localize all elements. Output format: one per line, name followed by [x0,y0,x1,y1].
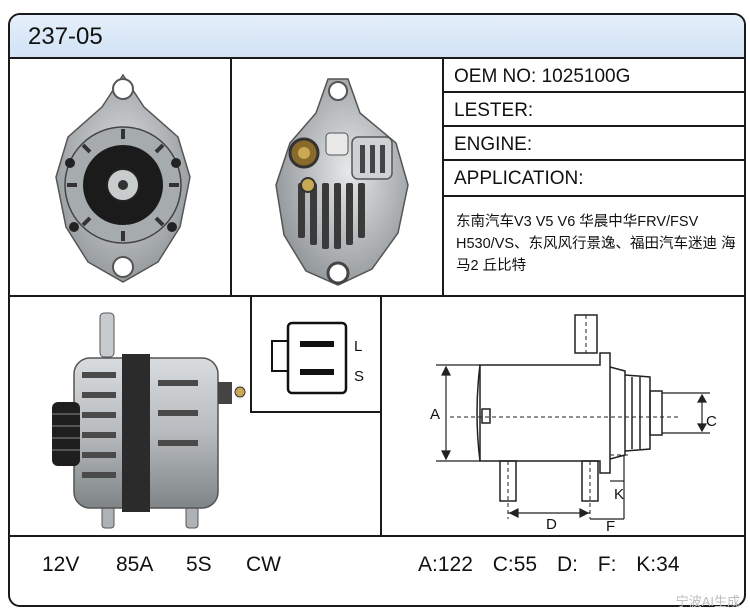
info-line-2 [442,125,744,127]
watermark: 宁波AI生成 [675,594,740,609]
drawing-label-c: C [706,413,717,430]
product-sheet: 237-05 OEM NO: 1025100G LESTER: ENGINE: … [8,13,746,607]
info-line-3 [442,159,744,161]
drawing-bottom-mount-left [499,460,517,502]
drawing-label-f: F [606,518,615,533]
connector-body [286,321,348,395]
connector-label-s: S [354,368,364,385]
connector-pin-s [300,369,334,375]
dim-a: A:122 [418,553,473,576]
connector-latch [271,340,289,372]
dimension-drawing: A C D F K [430,314,717,533]
connector-label-l: L [354,338,362,355]
dim-d: D: [556,553,578,576]
application-label: APPLICATION: [454,168,584,189]
divider-v1 [230,57,232,295]
drawing-pulley [624,374,651,452]
divider-h-bottom [10,535,744,537]
divider-h-main [10,295,744,297]
spec-voltage: 12V [42,553,80,576]
dim-f: F: [597,553,617,576]
connector-pin-l [300,341,334,347]
dimension-values: A:122 C:55 D: F: K:34 [418,553,694,577]
application-text: 东南汽车V3 V5 V6 华晨中华FRV/FSV H530/VS、东风风行景逸、… [456,214,736,274]
spec-pulley: 5S [186,553,212,576]
drawing-label-k: K [614,486,624,503]
dim-k: K:34 [636,553,680,576]
spec-rotation: CW [246,553,281,576]
drawing-label-a: A [430,406,440,423]
info-line-1 [442,91,744,93]
header-bar: 237-05 [10,15,744,59]
part-code: 237-05 [28,23,103,50]
divider-v2 [442,57,444,295]
dim-c: C:55 [492,553,538,576]
drawing-body-outline [479,352,611,474]
engine-label: ENGINE: [454,134,533,155]
drawing-top-mount [574,314,598,354]
connector-diagram: L S [271,321,364,395]
alternator-front-view-image [55,73,191,283]
divider-v3 [380,295,382,535]
oem-number: OEM NO: 1025100G [454,66,631,87]
drawing-label-d: D [546,516,557,533]
connector-box-left [250,295,252,413]
drawing-bottom-mount-right [581,460,599,502]
lester-label: LESTER: [454,100,534,121]
alternator-side-view-image [52,312,246,529]
alternator-rear-view-image [275,78,409,286]
spec-amperage: 85A [116,553,154,576]
connector-box-bottom [250,411,382,413]
info-line-4 [442,195,744,197]
